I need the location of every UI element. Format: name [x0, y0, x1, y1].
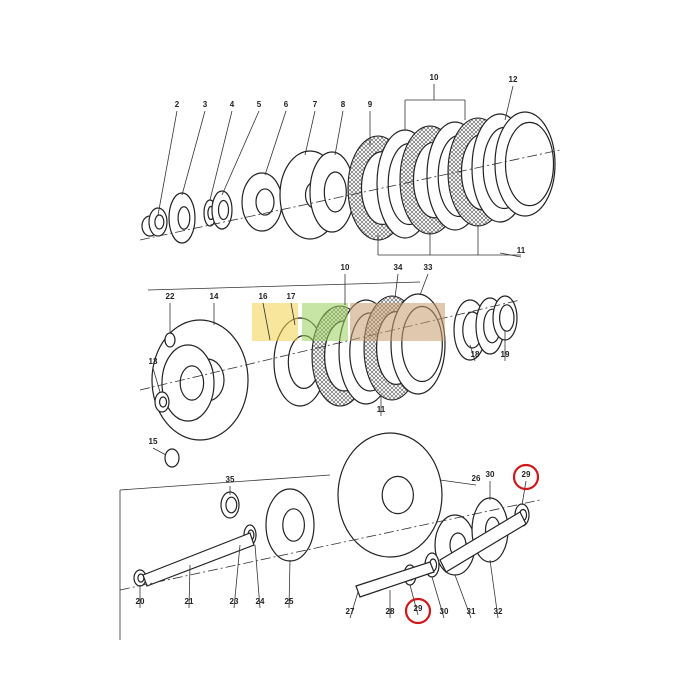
part-label-11: 11 [517, 246, 526, 255]
part-label-32: 32 [494, 607, 503, 616]
leader-line-5 [221, 110, 260, 196]
leader-line-6 [264, 110, 287, 176]
leader-line-18 [469, 344, 476, 362]
part-bore-1 [154, 214, 165, 230]
part-label-12: 12 [509, 75, 518, 84]
part-bore-14 [504, 121, 555, 207]
part-label-9: 9 [368, 100, 373, 109]
leader-line-33 [419, 273, 429, 296]
part-label-11: 11 [377, 405, 386, 414]
part-label-15: 15 [149, 437, 158, 446]
leader-line-32 [489, 559, 499, 619]
leader-line-27 [349, 591, 359, 619]
part-bore-4 [217, 199, 230, 221]
part-label-8: 8 [341, 100, 346, 109]
part-18 [164, 332, 176, 348]
leader-line-2 [157, 110, 178, 216]
part-label-5: 5 [257, 100, 262, 109]
leader-line-31 [454, 574, 472, 619]
leader-line-30 [431, 576, 445, 619]
part-label-34: 34 [394, 263, 403, 272]
part-label-21: 21 [185, 597, 194, 606]
shaft-21 [142, 532, 255, 587]
leader-line-8 [334, 110, 344, 156]
gear-shaft-32 [439, 511, 527, 573]
highlight-circle-29-top [512, 463, 540, 491]
leader-line-4 [209, 110, 233, 201]
part-shapes [119, 111, 561, 640]
part-label-30: 30 [440, 607, 449, 616]
leader-line-7 [304, 110, 316, 156]
part-label-7: 7 [313, 100, 318, 109]
leader-lines [139, 84, 527, 619]
leader-line-17 [290, 302, 296, 326]
part-label-35: 35 [226, 475, 235, 484]
part-bore-32 [381, 475, 414, 515]
part-19 [164, 448, 180, 468]
part-label-6: 6 [284, 100, 289, 109]
part-label-31: 31 [467, 607, 476, 616]
leader-line-3 [181, 110, 206, 196]
part-bore-27 [498, 304, 515, 332]
part-label-13: 13 [149, 357, 158, 366]
bracket-lines [377, 99, 521, 256]
leader-line-23 [233, 544, 241, 609]
leader-line-25 [288, 559, 291, 609]
part-label-4: 4 [230, 100, 235, 109]
leader-line-24 [254, 544, 261, 609]
part-bore-5 [255, 188, 275, 216]
part-label-2: 2 [175, 100, 180, 109]
part-label-18: 18 [471, 350, 480, 359]
part-label-28: 28 [386, 607, 395, 616]
part-bore-7 [323, 171, 347, 213]
frame-line [119, 281, 421, 640]
part-bore-17 [158, 396, 168, 408]
leader-line-16 [262, 302, 271, 341]
highlight-circle-29-bottom [404, 597, 432, 625]
watermark-logo [252, 303, 445, 341]
leader-line-34 [394, 273, 399, 299]
part-label-20: 20 [136, 597, 145, 606]
part-label-30: 30 [486, 470, 495, 479]
leader-line-13 [152, 367, 161, 393]
leader-line-15 [152, 447, 167, 456]
part-bore-28 [225, 496, 238, 514]
part-label-26: 26 [472, 474, 481, 483]
shaft-28 [355, 561, 435, 598]
part-label-33: 33 [424, 263, 433, 272]
part-label-29: 29 [522, 470, 531, 479]
part-label-10: 10 [430, 73, 439, 82]
part-label-16: 16 [259, 292, 268, 301]
axis-line-1 [139, 299, 521, 391]
part-label-23: 23 [230, 597, 239, 606]
leader-line-29 [521, 480, 527, 506]
part-bore-16 [179, 365, 205, 401]
part-label-3: 3 [203, 100, 208, 109]
leader-line-12 [504, 85, 514, 121]
part-label-14: 14 [210, 292, 219, 301]
part-label-24: 24 [256, 597, 265, 606]
part-bore-2 [177, 206, 191, 230]
part-label-19: 19 [501, 350, 510, 359]
leader-line-26 [439, 479, 477, 486]
part-label-22: 22 [166, 292, 175, 301]
part-label-17: 17 [287, 292, 296, 301]
leader-line-21 [188, 564, 191, 609]
part-label-29: 29 [414, 604, 423, 613]
part-label-10: 10 [341, 263, 350, 272]
part-label-25: 25 [285, 597, 294, 606]
part-label-27: 27 [346, 607, 355, 616]
part-bore-30 [282, 508, 306, 542]
